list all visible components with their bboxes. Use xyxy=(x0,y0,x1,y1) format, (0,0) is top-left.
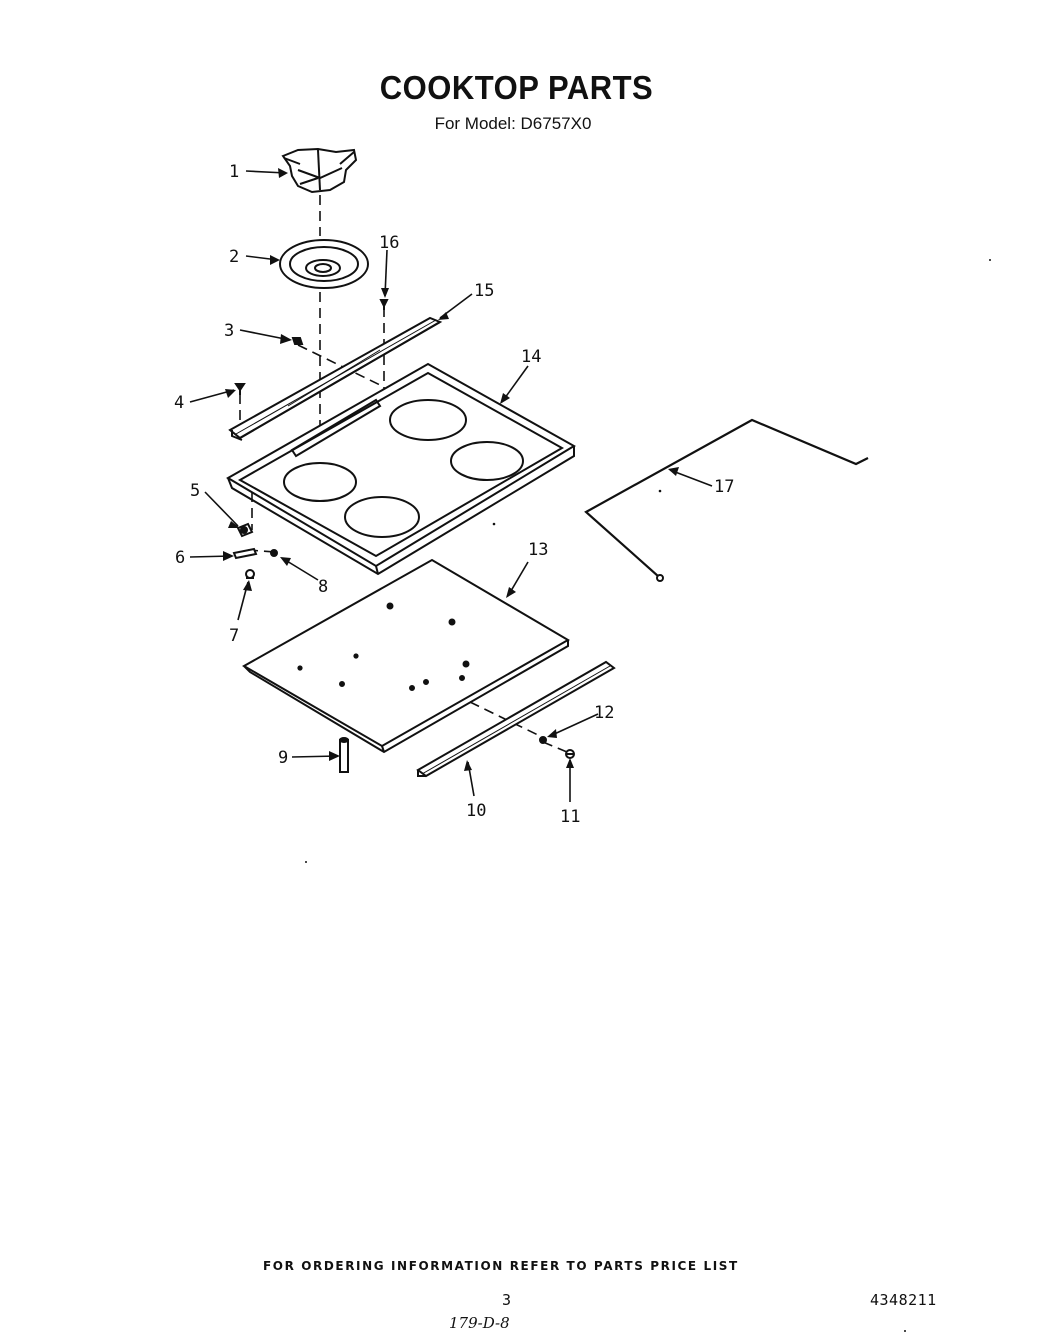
callout-3: 3 xyxy=(224,321,234,341)
part-2-drip-bowl xyxy=(279,239,369,289)
callout-15: 15 xyxy=(474,281,494,301)
part-11-screw xyxy=(565,749,575,759)
part-14-cooktop xyxy=(226,362,576,576)
part-15-trim xyxy=(228,316,443,441)
part-17-wire xyxy=(584,418,869,582)
document-number: 4348211 xyxy=(870,1291,937,1309)
part-4-screw xyxy=(234,383,246,395)
callout-16: 16 xyxy=(379,233,399,253)
part-1-grate xyxy=(281,147,358,194)
part-13-bottom-panel xyxy=(241,558,570,754)
callout-2: 2 xyxy=(229,247,239,267)
ordering-note: FOR ORDERING INFORMATION REFER TO PARTS … xyxy=(263,1259,739,1273)
part-6-pin xyxy=(232,547,258,560)
callout-17: 17 xyxy=(714,477,734,497)
page-title: COOKTOP PARTS xyxy=(379,68,654,107)
part-3-clip xyxy=(291,337,304,345)
callout-6: 6 xyxy=(175,548,185,568)
part-8-screw xyxy=(270,549,278,557)
callout-5: 5 xyxy=(190,481,200,501)
part-12-clip xyxy=(539,736,547,744)
part-10-rail xyxy=(416,660,616,778)
model-subtitle: For Model: D6757X0 xyxy=(434,114,592,133)
page-number: 3 xyxy=(502,1291,512,1309)
part-7-spring xyxy=(245,569,255,579)
callout-4: 4 xyxy=(174,393,184,413)
callout-9: 9 xyxy=(278,748,288,768)
callout-12: 12 xyxy=(594,703,614,723)
callout-1: 1 xyxy=(229,162,239,182)
callout-11: 11 xyxy=(560,807,580,827)
handwritten-code: 179-D-8 xyxy=(449,1314,510,1332)
callout-14: 14 xyxy=(521,347,541,367)
part-16-screw xyxy=(379,299,389,310)
part-9-leg xyxy=(339,737,349,773)
callout-7: 7 xyxy=(229,626,239,646)
callout-13: 13 xyxy=(528,540,548,560)
callout-10: 10 xyxy=(466,801,486,821)
part-5-bracket xyxy=(236,522,254,538)
callout-8: 8 xyxy=(318,577,328,597)
